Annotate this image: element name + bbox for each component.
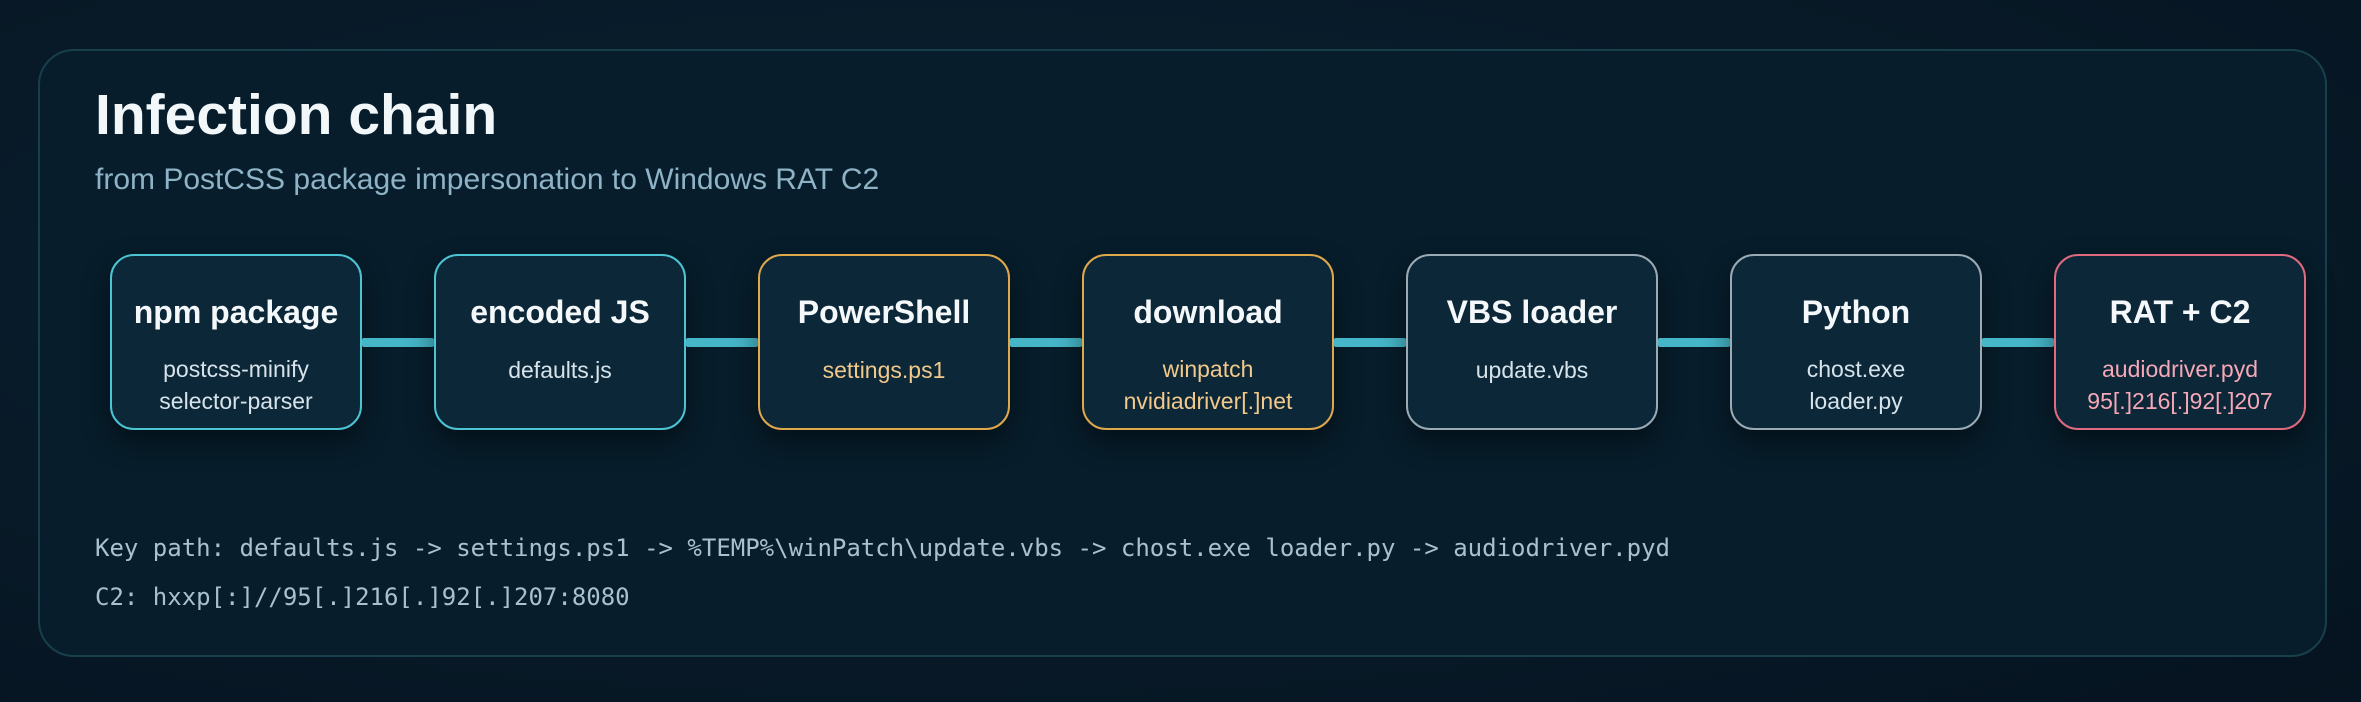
- chain-node: download winpatch nvidiadriver[.]net: [1082, 254, 1334, 430]
- chain-node-detail: audiodriver.pyd: [2102, 356, 2258, 382]
- chain-node: encoded JS defaults.js: [434, 254, 686, 430]
- chain-node: Python chost.exe loader.py: [1730, 254, 1982, 430]
- chain-node-detail: update.vbs: [1475, 357, 1589, 383]
- chain-node-detail: defaults.js: [508, 357, 612, 383]
- chain-node: VBS loader update.vbs: [1406, 254, 1658, 430]
- chain-node: npm package postcss-minify selector-parser: [110, 254, 362, 430]
- key-path-line: Key path: defaults.js -> settings.ps1 ->…: [95, 534, 1670, 562]
- chain-node-title: encoded JS: [470, 294, 650, 330]
- chain-node-details: winpatch nvidiadriver[.]net: [1084, 352, 1332, 418]
- chain-node-detail: winpatch: [1162, 356, 1254, 382]
- connector-arrow: [1658, 338, 1730, 347]
- chain-node-title: npm package: [133, 294, 339, 330]
- connector-arrow: [686, 338, 758, 347]
- page-subtitle: from PostCSS package impersonation to Wi…: [95, 163, 880, 196]
- connector-arrow: [362, 338, 434, 347]
- chain-node-detail: loader.py: [1809, 388, 1903, 414]
- chain-node-details: update.vbs: [1408, 354, 1656, 420]
- chain-node-details: chost.exe loader.py: [1732, 352, 1980, 418]
- chain-node-detail: settings.ps1: [822, 357, 946, 383]
- chain-node-detail: postcss-minify: [163, 356, 309, 382]
- chain-node-details: settings.ps1: [760, 354, 1008, 420]
- chain-node-title: RAT + C2: [2109, 294, 2251, 330]
- chain-node-detail: 95[.]216[.]92[.]207: [2087, 388, 2273, 414]
- chain-node-details: postcss-minify selector-parser: [112, 352, 360, 418]
- connector-arrow: [1334, 338, 1406, 347]
- chain-node: PowerShell settings.ps1: [758, 254, 1010, 430]
- chain-node-detail: selector-parser: [159, 388, 313, 414]
- connector-arrow: [1982, 338, 2054, 347]
- c2-line: C2: hxxp[:]//95[.]216[.]92[.]207:8080: [95, 583, 630, 611]
- chain-node-title: download: [1133, 294, 1283, 330]
- chain-node-details: defaults.js: [436, 354, 684, 420]
- chain-node-title: PowerShell: [797, 294, 971, 330]
- chain-node-detail: chost.exe: [1806, 356, 1906, 382]
- chain-node-detail: nvidiadriver[.]net: [1123, 388, 1293, 414]
- chain-node: RAT + C2 audiodriver.pyd 95[.]216[.]92[.]2…: [2054, 254, 2306, 430]
- chain-node-details: audiodriver.pyd 95[.]216[.]92[.]207: [2056, 352, 2304, 418]
- chain-node-title: Python: [1801, 294, 1911, 330]
- page-title: Infection chain: [95, 83, 498, 147]
- connector-arrow: [1010, 338, 1082, 347]
- chain-node-title: VBS loader: [1446, 294, 1618, 330]
